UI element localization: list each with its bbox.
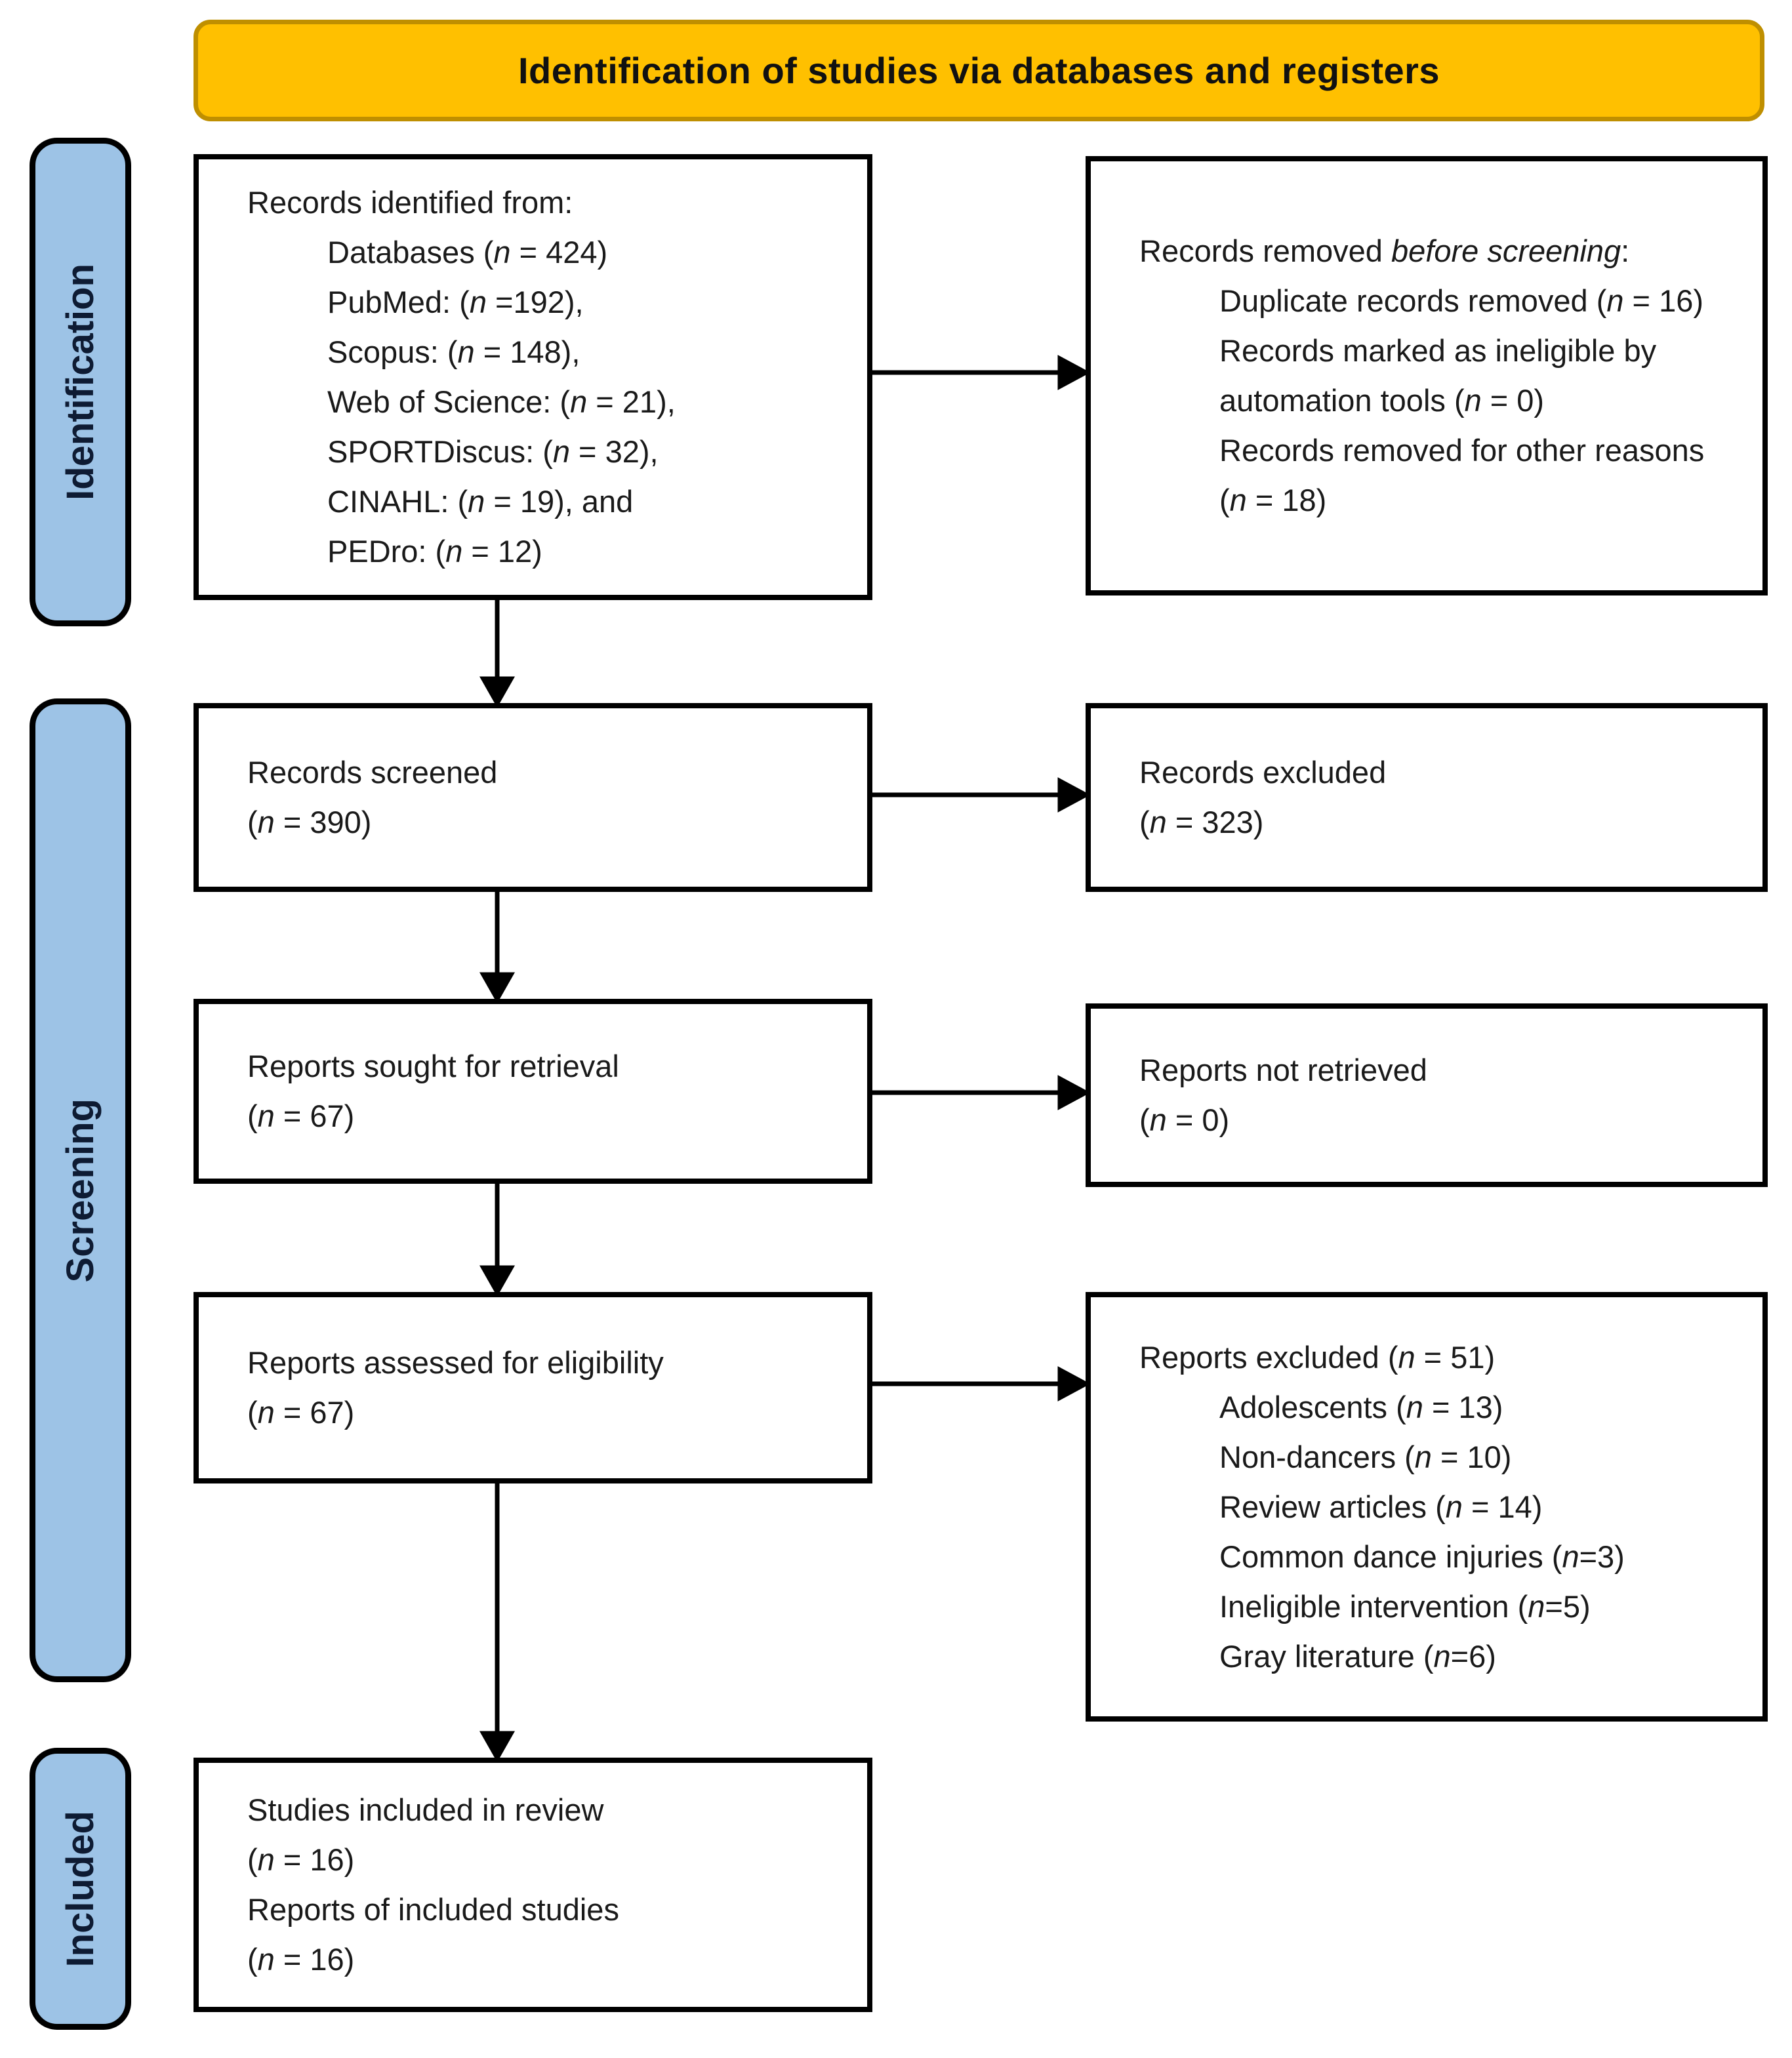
box-line: Reports assessed for eligibility [247, 1345, 664, 1380]
box-reports-assessed-for-eligibility: Reports assessed for eligibility (n = 67) [193, 1292, 872, 1483]
box-line: Records removed for other reasons (n = 1… [1219, 433, 1705, 517]
box-line: PEDro: (n = 12) [327, 534, 542, 569]
box-line: (n = 16) [247, 1842, 355, 1877]
box-line: (n = 323) [1139, 805, 1264, 839]
box-line: SPORTDiscus: (n = 32), [327, 434, 659, 469]
box-line: Reports of included studies [247, 1892, 619, 1927]
box-line: Review articles (n = 14) [1219, 1489, 1543, 1524]
box-records-excluded: Records excluded (n = 323) [1086, 703, 1768, 892]
diagram-title: Identification of studies via databases … [518, 50, 1440, 91]
box-line: (n = 67) [247, 1395, 355, 1430]
box-reports-not-retrieved: Reports not retrieved (n = 0) [1086, 1003, 1768, 1187]
box-line: CINAHL: (n = 19), and [327, 484, 634, 519]
box-line: PubMed: (n =192), [327, 285, 584, 319]
box-line: (n = 67) [247, 1099, 355, 1133]
box-line: Databases (n = 424) [327, 235, 608, 270]
box-line: Records marked as ineligible by automati… [1219, 333, 1657, 418]
stage-bar-screening: Screening [30, 698, 131, 1682]
box-records-identified: Records identified from: Databases (n = 4… [193, 154, 872, 600]
box-records-screened: Records screened (n = 390) [193, 703, 872, 892]
box-line: (n = 16) [247, 1942, 355, 1977]
arrowhead-sought-to-assessed [479, 1265, 516, 1297]
box-line: Scopus: (n = 148), [327, 334, 580, 369]
stage-label-identification: Identification [59, 264, 102, 500]
arrowhead-assessed-to-included [479, 1731, 516, 1763]
arrowhead-identified-to-screened [479, 676, 516, 708]
box-line: (n = 0) [1139, 1102, 1230, 1137]
box-reports-sought-for-retrieval: Reports sought for retrieval (n = 67) [193, 999, 872, 1184]
box-line: Ineligible intervention (n=5) [1219, 1588, 1591, 1624]
stage-bar-included: Included [30, 1748, 131, 2030]
box-line: Reports not retrieved [1139, 1053, 1427, 1087]
stage-bar-identification: Identification [30, 138, 131, 626]
arrowhead-screened-to-sought [479, 972, 516, 1004]
box-line: Web of Science: (n = 21), [327, 384, 676, 419]
box-line: Records removed before screening: [1139, 233, 1630, 268]
box-line: Reports sought for retrieval [247, 1049, 619, 1083]
box-line: Gray literature (n=6) [1219, 1638, 1496, 1674]
arrowhead-screened-to-excluded [1057, 777, 1091, 813]
box-line: Non-dancers (n = 10) [1219, 1439, 1512, 1474]
box-studies-included-in-review: Studies included in review (n = 16) Report… [193, 1758, 872, 2012]
box-line: (n = 390) [247, 805, 372, 839]
stage-label-screening: Screening [59, 1098, 102, 1283]
box-line: Studies included in review [247, 1792, 604, 1827]
box-records-removed-before-screening: Records removed before screening: Duplica… [1086, 156, 1768, 595]
arrowhead-sought-to-not-retrieved [1057, 1075, 1091, 1110]
box-line: Records identified from: [247, 185, 573, 220]
box-line: Records screened [247, 755, 498, 790]
box-reports-excluded: Reports excluded (n = 51) Adolescents (n … [1086, 1292, 1768, 1722]
box-line: Duplicate records removed (n = 16) [1219, 283, 1703, 318]
arrowhead-assessed-to-excluded [1057, 1366, 1091, 1402]
arrowhead-identified-to-removed [1057, 355, 1091, 390]
box-line: Common dance injuries (n=3) [1219, 1539, 1625, 1574]
box-line: Reports excluded (n = 51) [1139, 1339, 1496, 1375]
box-line: Records excluded [1139, 755, 1387, 790]
diagram-title-banner: Identification of studies via databases … [193, 20, 1764, 121]
stage-label-included: Included [59, 1810, 102, 1967]
box-line: Adolescents (n = 13) [1219, 1389, 1503, 1424]
